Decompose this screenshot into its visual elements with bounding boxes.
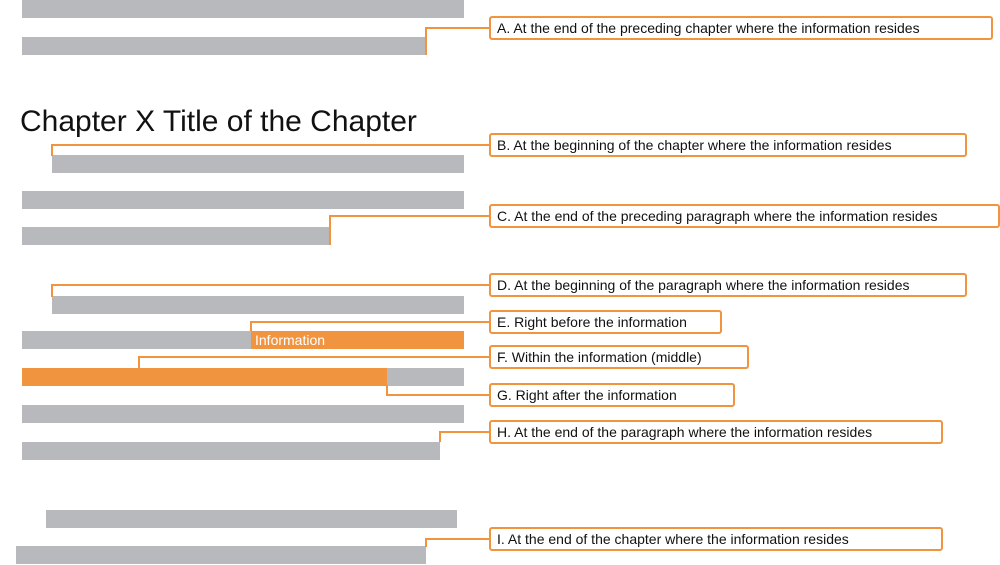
text-line <box>22 37 426 55</box>
chapter-title: Chapter X Title of the Chapter <box>20 105 417 138</box>
connector-c <box>329 215 490 245</box>
connector-a <box>425 27 490 55</box>
information-highlight <box>251 331 464 349</box>
connector-g <box>386 385 490 396</box>
connector-e <box>250 321 490 331</box>
information-highlight <box>22 368 387 386</box>
connector-d <box>51 284 490 297</box>
text-line <box>22 442 440 460</box>
text-line <box>22 227 330 245</box>
text-line <box>22 191 464 209</box>
text-line <box>52 155 464 173</box>
connector-h <box>439 431 490 442</box>
callout-a: A. At the end of the preceding chapter w… <box>489 16 993 40</box>
callout-d: D. At the beginning of the paragraph whe… <box>489 273 967 297</box>
callout-f: F. Within the information (middle) <box>489 345 749 369</box>
callout-e: E. Right before the information <box>489 310 722 334</box>
text-line <box>16 546 426 564</box>
callout-b: B. At the beginning of the chapter where… <box>489 133 967 157</box>
connector-b <box>51 144 490 156</box>
text-line <box>22 405 464 423</box>
connector-f <box>138 356 490 368</box>
text-line <box>46 510 457 528</box>
text-line <box>22 0 464 18</box>
text-line <box>22 331 251 349</box>
text-line <box>387 368 464 386</box>
connector-i <box>425 538 490 547</box>
text-line <box>52 296 464 314</box>
callout-c: C. At the end of the preceding paragraph… <box>489 204 1000 228</box>
information-label: Information <box>255 332 326 348</box>
callout-i: I. At the end of the chapter where the i… <box>489 527 943 551</box>
callout-h: H. At the end of the paragraph where the… <box>489 420 943 444</box>
callout-g: G. Right after the information <box>489 383 735 407</box>
